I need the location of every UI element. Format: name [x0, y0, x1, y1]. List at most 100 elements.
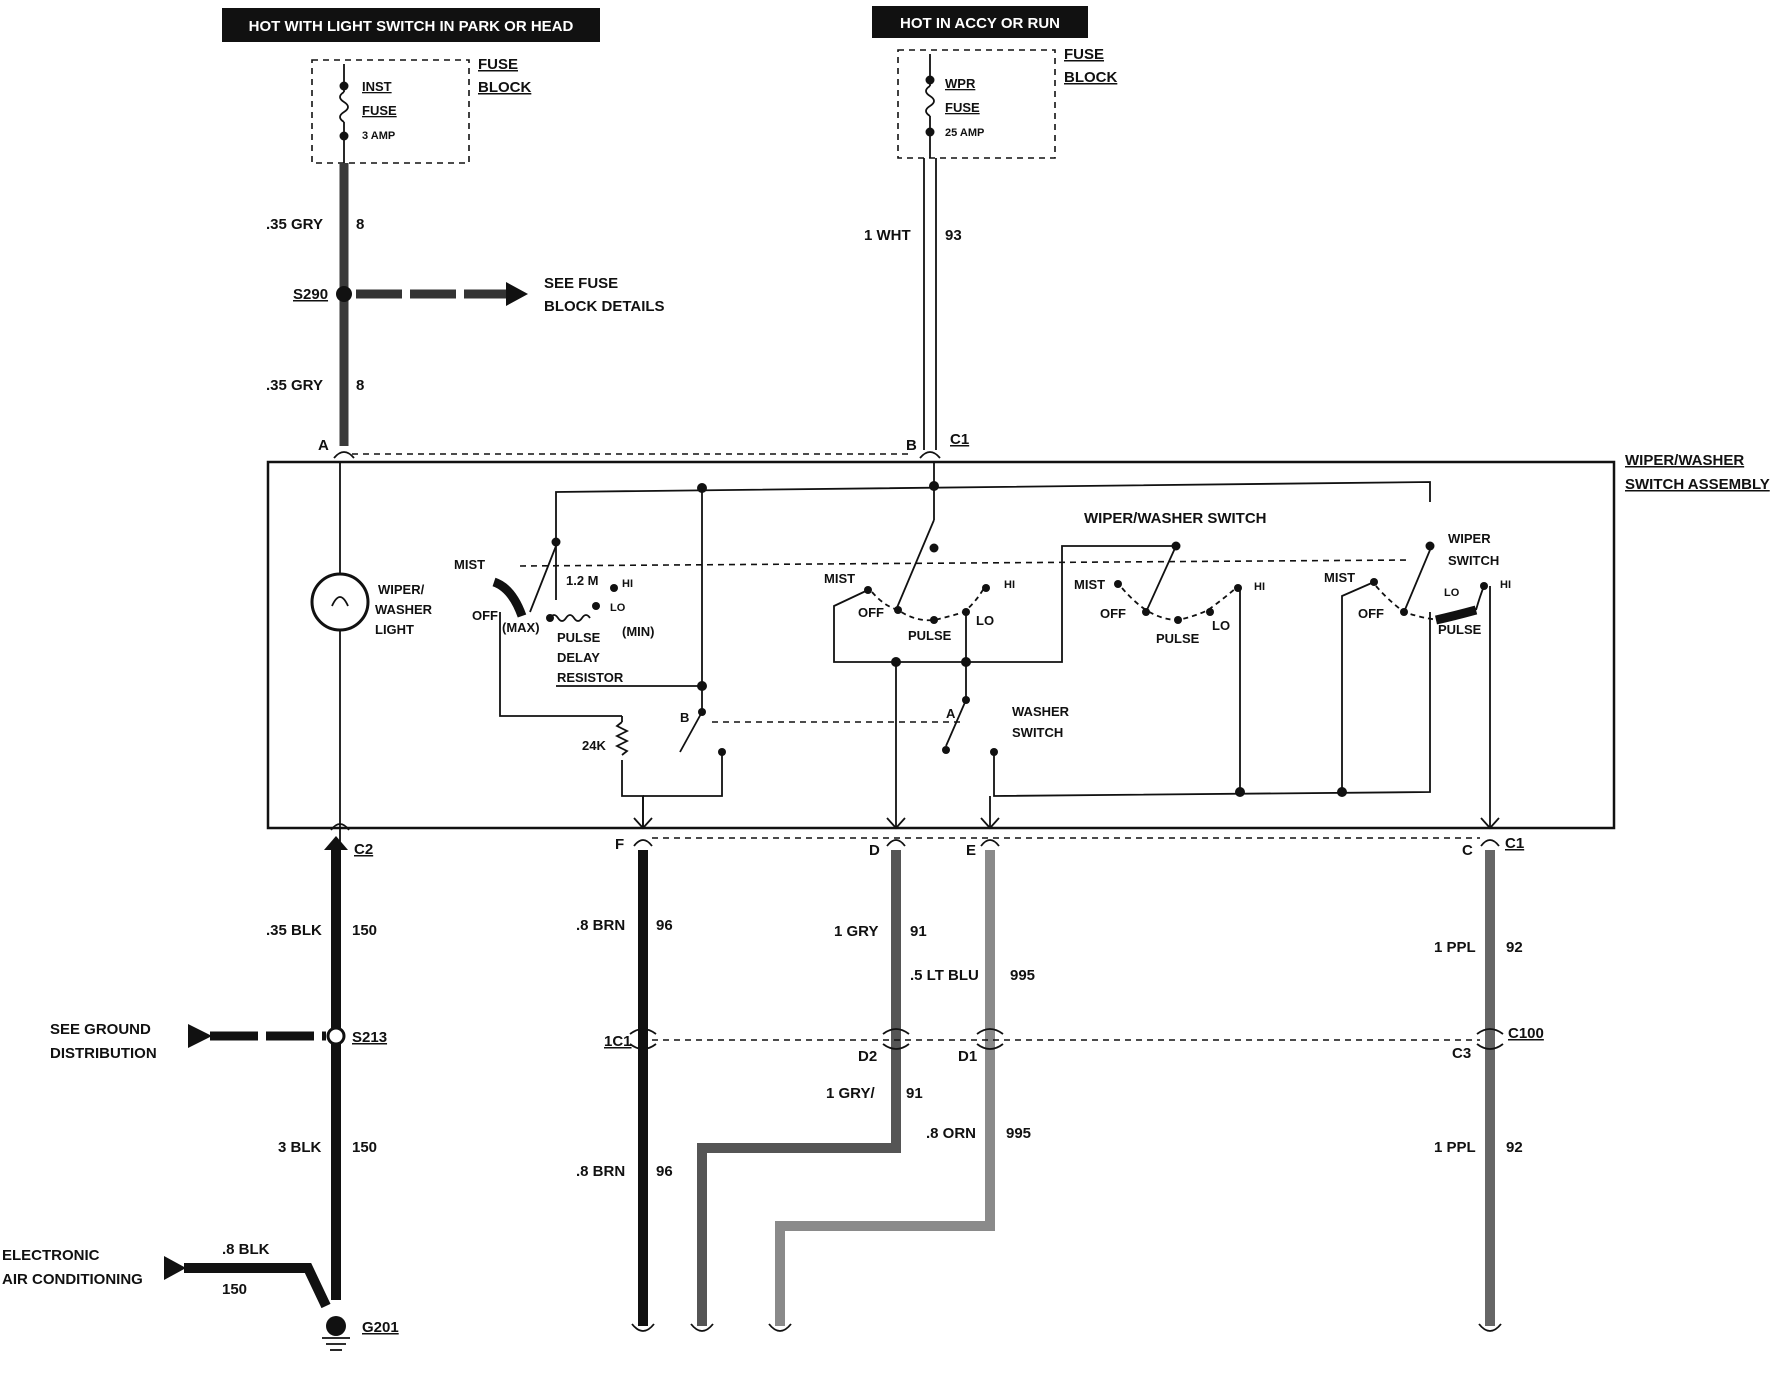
washer-pos-b: B: [680, 710, 689, 725]
wht-size: 1 WHT: [864, 227, 911, 244]
gry91-lower-circuit: 91: [906, 1085, 923, 1102]
mid-pulse: PULSE: [908, 628, 952, 643]
light-label-1: WIPER/: [378, 582, 425, 597]
connector-a: A: [318, 437, 329, 454]
mid-mist: MIST: [824, 571, 855, 586]
connector-c1-top: C1: [950, 431, 969, 448]
ltblu-circuit: 995: [1010, 967, 1035, 984]
washer-switch-label-1: WASHER: [1012, 704, 1070, 719]
blk-upper-size: .35 BLK: [266, 922, 322, 939]
r-mist: MIST: [1324, 570, 1355, 585]
resistor-label-2: DELAY: [557, 650, 600, 665]
switch-title: WIPER/WASHER SWITCH: [1084, 510, 1267, 527]
right-header-text: HOT IN ACCY OR RUN: [900, 15, 1060, 32]
wire-ac-blk: [184, 1263, 331, 1309]
r-off: OFF: [1358, 606, 1384, 621]
left-header-text: HOT WITH LIGHT SWITCH IN PARK OR HEAD: [249, 18, 574, 35]
s213-splice: [326, 1026, 346, 1046]
connector-d2: D2: [858, 1048, 877, 1065]
resistor-label-1: PULSE: [557, 630, 601, 645]
ppl-lower-circuit: 92: [1506, 1139, 1523, 1156]
orn-size: .8 ORN: [926, 1125, 976, 1142]
see-fuse-label-2: BLOCK DETAILS: [544, 298, 665, 315]
gry-upper-size: .35 GRY: [266, 216, 323, 233]
connector-b: B: [906, 437, 917, 454]
left-lo: LO: [610, 602, 626, 614]
light-label-3: LIGHT: [375, 622, 414, 637]
assembly-title-1: WIPER/WASHER: [1625, 452, 1744, 469]
ppl-upper-circuit: 92: [1506, 939, 1523, 956]
connector-e: E: [966, 842, 976, 859]
left-fuse-block-label-2: BLOCK: [478, 79, 531, 96]
connector-c: C: [1462, 842, 1473, 859]
pos-min: (MIN): [622, 624, 655, 639]
connector-c2: C2: [354, 841, 373, 858]
inst-fuse: INST FUSE 3 AMP: [311, 59, 470, 164]
assembly-title-2: SWITCH ASSEMBLY: [1625, 476, 1770, 493]
see-ground-1: SEE GROUND: [50, 1021, 151, 1038]
wiper-washer-switch-assembly: [266, 460, 1616, 830]
gry-lower-circuit: 8: [356, 377, 364, 394]
left-off: OFF: [472, 608, 498, 623]
washer-pos-a: A: [946, 706, 956, 721]
connector-d1: D1: [958, 1048, 977, 1065]
brn-lower-size: .8 BRN: [576, 1163, 625, 1180]
ac-blk-circuit: 150: [222, 1281, 247, 1298]
right-fuse-block-label-2: BLOCK: [1064, 69, 1117, 86]
left-mist: MIST: [454, 557, 485, 572]
wpr-fuse-line1: WPR: [945, 76, 976, 91]
gry-lower-size: .35 GRY: [266, 377, 323, 394]
wpr-fuse-rating: 25 AMP: [945, 127, 984, 139]
electronic-ac-2: AIR CONDITIONING: [2, 1271, 143, 1288]
right-fuse-block-label-1: FUSE: [1064, 46, 1104, 63]
wire-ltblu-orn-995: [775, 850, 995, 1326]
mid-lo: LO: [976, 613, 994, 628]
rm-lo: LO: [1212, 618, 1230, 633]
connector-f: F: [615, 836, 624, 853]
s290-label: S290: [293, 286, 328, 303]
gry91-lower-size: 1 GRY/: [826, 1085, 875, 1102]
ltblu-size: .5 LT BLU: [910, 967, 979, 984]
connector-d: D: [869, 842, 880, 859]
wpr-fuse: WPR FUSE 25 AMP: [897, 49, 1056, 159]
washer-switch-label-2: SWITCH: [1012, 725, 1063, 740]
see-ground-2: DISTRIBUTION: [50, 1045, 157, 1062]
r-lo: LO: [1444, 587, 1460, 599]
gry-upper-circuit: 8: [356, 216, 364, 233]
pos-max: (MAX): [502, 620, 540, 635]
g201-label: G201: [362, 1319, 399, 1336]
resistor-value: 1.2 M: [566, 573, 599, 588]
orn-circuit: 995: [1006, 1125, 1031, 1142]
wiper-washer-light: [310, 572, 370, 632]
connector-1c1: 1C1: [604, 1033, 632, 1050]
ac-blk-size: .8 BLK: [222, 1241, 270, 1258]
wire-gry-91: [697, 850, 901, 1326]
connector-c100: C100: [1508, 1025, 1544, 1042]
inst-fuse-line1: INST: [362, 79, 392, 94]
brn-upper-size: .8 BRN: [576, 917, 625, 934]
mid-hi: HI: [1004, 579, 1015, 591]
brn-lower-circuit: 96: [656, 1163, 673, 1180]
r-pulse: PULSE: [1438, 622, 1482, 637]
electronic-ac-1: ELECTRONIC: [2, 1247, 100, 1264]
ground-g201: [322, 1316, 350, 1351]
ppl-upper-size: 1 PPL: [1434, 939, 1476, 956]
gry91-upper-circuit: 91: [910, 923, 927, 940]
right-power-header: HOT IN ACCY OR RUN: [872, 6, 1088, 38]
right-wiper-switch-1: WIPER: [1448, 531, 1491, 546]
blk-lower-size: 3 BLK: [278, 1139, 322, 1156]
see-fuse-label-1: SEE FUSE: [544, 275, 618, 292]
rm-off: OFF: [1100, 606, 1126, 621]
rm-mist: MIST: [1074, 577, 1105, 592]
connector-c1-bottom: C1: [1505, 835, 1524, 852]
light-label-2: WASHER: [375, 602, 433, 617]
brn-upper-circuit: 96: [656, 917, 673, 934]
s290-splice: [336, 286, 352, 302]
r-hi: HI: [1500, 579, 1511, 591]
connector-c3: C3: [1452, 1045, 1471, 1062]
left-power-header: HOT WITH LIGHT SWITCH IN PARK OR HEAD: [222, 8, 600, 42]
blk-lower-circuit: 150: [352, 1139, 377, 1156]
resistor-24k: 24K: [582, 738, 606, 753]
wpr-fuse-line2: FUSE: [945, 100, 980, 115]
